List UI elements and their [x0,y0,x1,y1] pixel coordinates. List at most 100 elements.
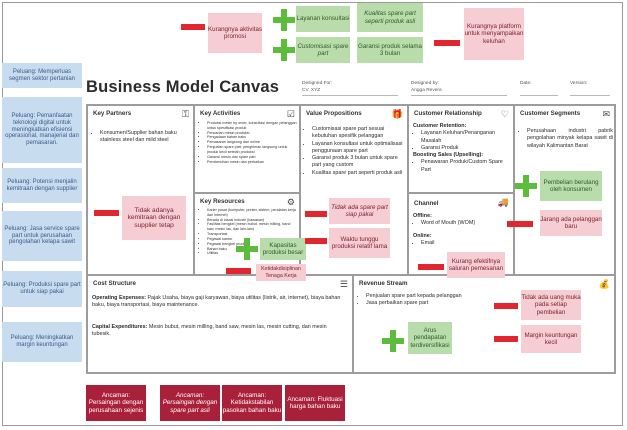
minus-icon [226,268,251,274]
value-propositions-cell: Value Propositions 🎁 Customisasi spare p… [300,105,408,275]
activity-item: Garansi mesin dan spare part [207,155,297,160]
minus-icon [494,303,518,309]
designed-for-line [302,95,398,96]
channel-content: Offline: Word of Mouth (WOM) Online: Ema… [413,213,513,247]
note-saluran-pemesanan: Kurang efektifnya saluran pemesanan [447,252,505,278]
opportunity-teknologi: Peluang: Pemanfaatan teknologi digital u… [2,97,82,163]
key-partner-item: Konsumen/Supplier bahan baku stainless s… [100,130,190,145]
minus-icon [305,211,327,217]
note-kapasitas-produksi: Kapasitas produksi besar [260,238,306,260]
resource-item: Fasilitas bengkel (mesin bubut, mesin mi… [207,222,297,232]
threat-spare-part-asli: Ancaman: Persaingan dengan spare part as… [160,385,220,421]
key-resources-cell: Key Resources ⚙ Karier pusat (komputer, … [194,193,300,275]
plus-icon [236,238,258,260]
activity-item: Pengadaan bahan baku [207,135,297,140]
threat-fluktuasi-harga: Ancaman: Fluktuasi harga bahan baku [285,385,345,421]
threat-perusahaan-sejenis: Ancaman: Persaingan dengan perusahaan se… [86,385,146,421]
minus-icon [507,221,533,227]
opportunity-jasa-servis: Peluang: Jasa service spare part untuk p… [2,211,82,261]
key-activities-title: Key Activities [200,110,241,117]
note-pembelian-berulang: Pembelian berulang oleh konsumen [540,171,602,201]
note-jarang-pelanggan: Jarang ada pelanggan baru [540,210,602,236]
note-kurangnya-platform: Kurangnya platform untuk menyampaikan ke… [464,8,524,60]
opex-value: Pajak Usaha, biaya gaji karyawan, biaya … [92,295,341,309]
activity-item: Pencarian mesin produksi [207,131,297,136]
revenue-list: Penjualan spare part kepada pelanggan Ja… [358,293,518,308]
opportunity-segmen: Peluang: Memperluas segmen sektor pertan… [2,63,82,88]
value-propositions-list: Customisasi spare part sesuai kebutuhan … [304,126,405,177]
opex-label: Operating Expenses: [92,295,146,301]
minus-icon [305,238,327,244]
plus-icon [515,175,537,197]
resources-icon: ⚙ [286,197,295,207]
key-resources-title: Key Resources [200,198,245,205]
customer-segments-list: Perusahaan industri pabrik pengolahan mi… [519,128,613,150]
version-label: Version: [570,81,588,86]
resource-item: Bahan baku [207,247,297,252]
date-label: Date: [520,81,532,86]
customer-segments-title: Customer Segments [520,110,581,117]
segments-icon: ✉ [602,109,610,119]
note-layanan-konsultasi: Layanan konsultasi [296,6,350,32]
revenue-stream-title: Revenue Stream [359,280,408,287]
note-arus-pendapatan: Arus pendapatan terdiversifikasi [408,322,452,354]
online-item: Email [421,240,513,247]
date-line [520,95,558,96]
resource-item: Utilitas [207,251,297,256]
note-kurangnya-promosi: Kurangnya aktivitas promosi [208,13,262,53]
note-garansi-produk: Garansi produk selama 3 bulan [357,37,423,63]
cost-icon: ☰ [339,279,348,289]
note-customisasi: Customisasi spare part [296,37,350,63]
plus-icon [382,330,404,352]
key-activities-cell: Key Activities ☑ Produksi mesin by order… [194,105,300,193]
minus-icon [418,264,444,270]
value-item: Customisasi spare part sesuai kebutuhan … [312,126,405,141]
canvas-title: Business Model Canvas [86,78,280,96]
minus-icon [181,24,205,30]
opportunity-kemitraan: Peluang: Potensi menjalin kemitraan deng… [2,168,82,203]
key-activities-list: Produksi mesin by order, konsultasi deng… [199,121,297,164]
designed-for-value: CV. XYZ [302,88,321,93]
resource-item: Berada di lokasi industri (kawasan) [207,218,297,223]
opportunity-produksi: Peluang: Produksi spare part untuk siap … [2,271,82,307]
customer-segments-cell: Customer Segments ✉ Perusahaan industri … [514,105,615,275]
value-item: Kualitas spare part seperti produk asli [312,170,405,177]
retention-item: Garansi Produk [421,145,513,152]
capex-text: Capital Expenditures: Mesin bubut, mesin… [92,324,342,339]
retention-item: Layanan Keluhan/Penanganan Masalah [421,130,513,145]
value-item: Layanan konsultasi untuk optimalisasi pe… [312,141,405,156]
value-item: Garansi produk 3 bulan untuk spare part … [312,155,405,170]
online-label: Online: [413,232,432,239]
channel-icon: 🚚 [497,197,509,207]
note-kemitraan-supplier: Tidak adanya kemitraan dengan supplier t… [122,196,186,240]
key-partners-title: Key Partners [93,110,132,117]
note-ketidakdisiplinan: Ketidakdisiplinan Tenaga Kerja [256,264,306,281]
resource-item: Pegawai kantor [207,237,297,242]
activity-item: Penjualan spare part, pengiriman langsun… [207,145,297,155]
key-partners-cell: Key Partners ⚿ Konsumen/Supplier bahan b… [87,105,194,275]
plus-icon [273,9,295,31]
minus-icon [94,210,119,216]
cost-structure-cell: Cost Structure ☰ Operating Expenses: Paj… [87,275,353,373]
value-propositions-title: Value Propositions [306,110,362,117]
minus-icon [494,336,518,342]
activity-item: Produksi mesin by order, konsultasi deng… [207,121,297,131]
designed-by-line [411,95,507,96]
key-resources-list: Karier pusat (komputer, printer, sistem,… [199,208,297,256]
resource-item: Karier pusat (komputer, printer, sistem,… [207,208,297,218]
boosting-label: Boosting Sales (Upselling): [413,152,484,159]
note-kualitas-spare-part: Kualitas spare part seperti produk asli [357,3,423,32]
activities-icon: ☑ [286,109,295,119]
designed-for-label: Designed For: [302,81,333,86]
offline-label: Offline: [413,213,432,219]
designed-by-value: Angga Revera [411,88,442,93]
note-part-siap-pakai: Tidak ada spare part siap pakai [329,198,390,224]
customer-relationship-title: Customer Relationship [414,110,482,117]
opex-text: Operating Expenses: Pajak Usaha, biaya g… [92,295,342,310]
designed-by-label: Designed by: [411,81,439,86]
note-waktu-tunggu: Waktu tunggu produksi relatif lama [329,228,390,258]
note-margin-kecil: Margin keuntungan kecil [521,325,581,353]
boosting-item: Penawaran Produk/Custom Spare Part [421,159,513,174]
retention-label: Customer Retention: [413,123,467,129]
version-line [570,95,610,96]
